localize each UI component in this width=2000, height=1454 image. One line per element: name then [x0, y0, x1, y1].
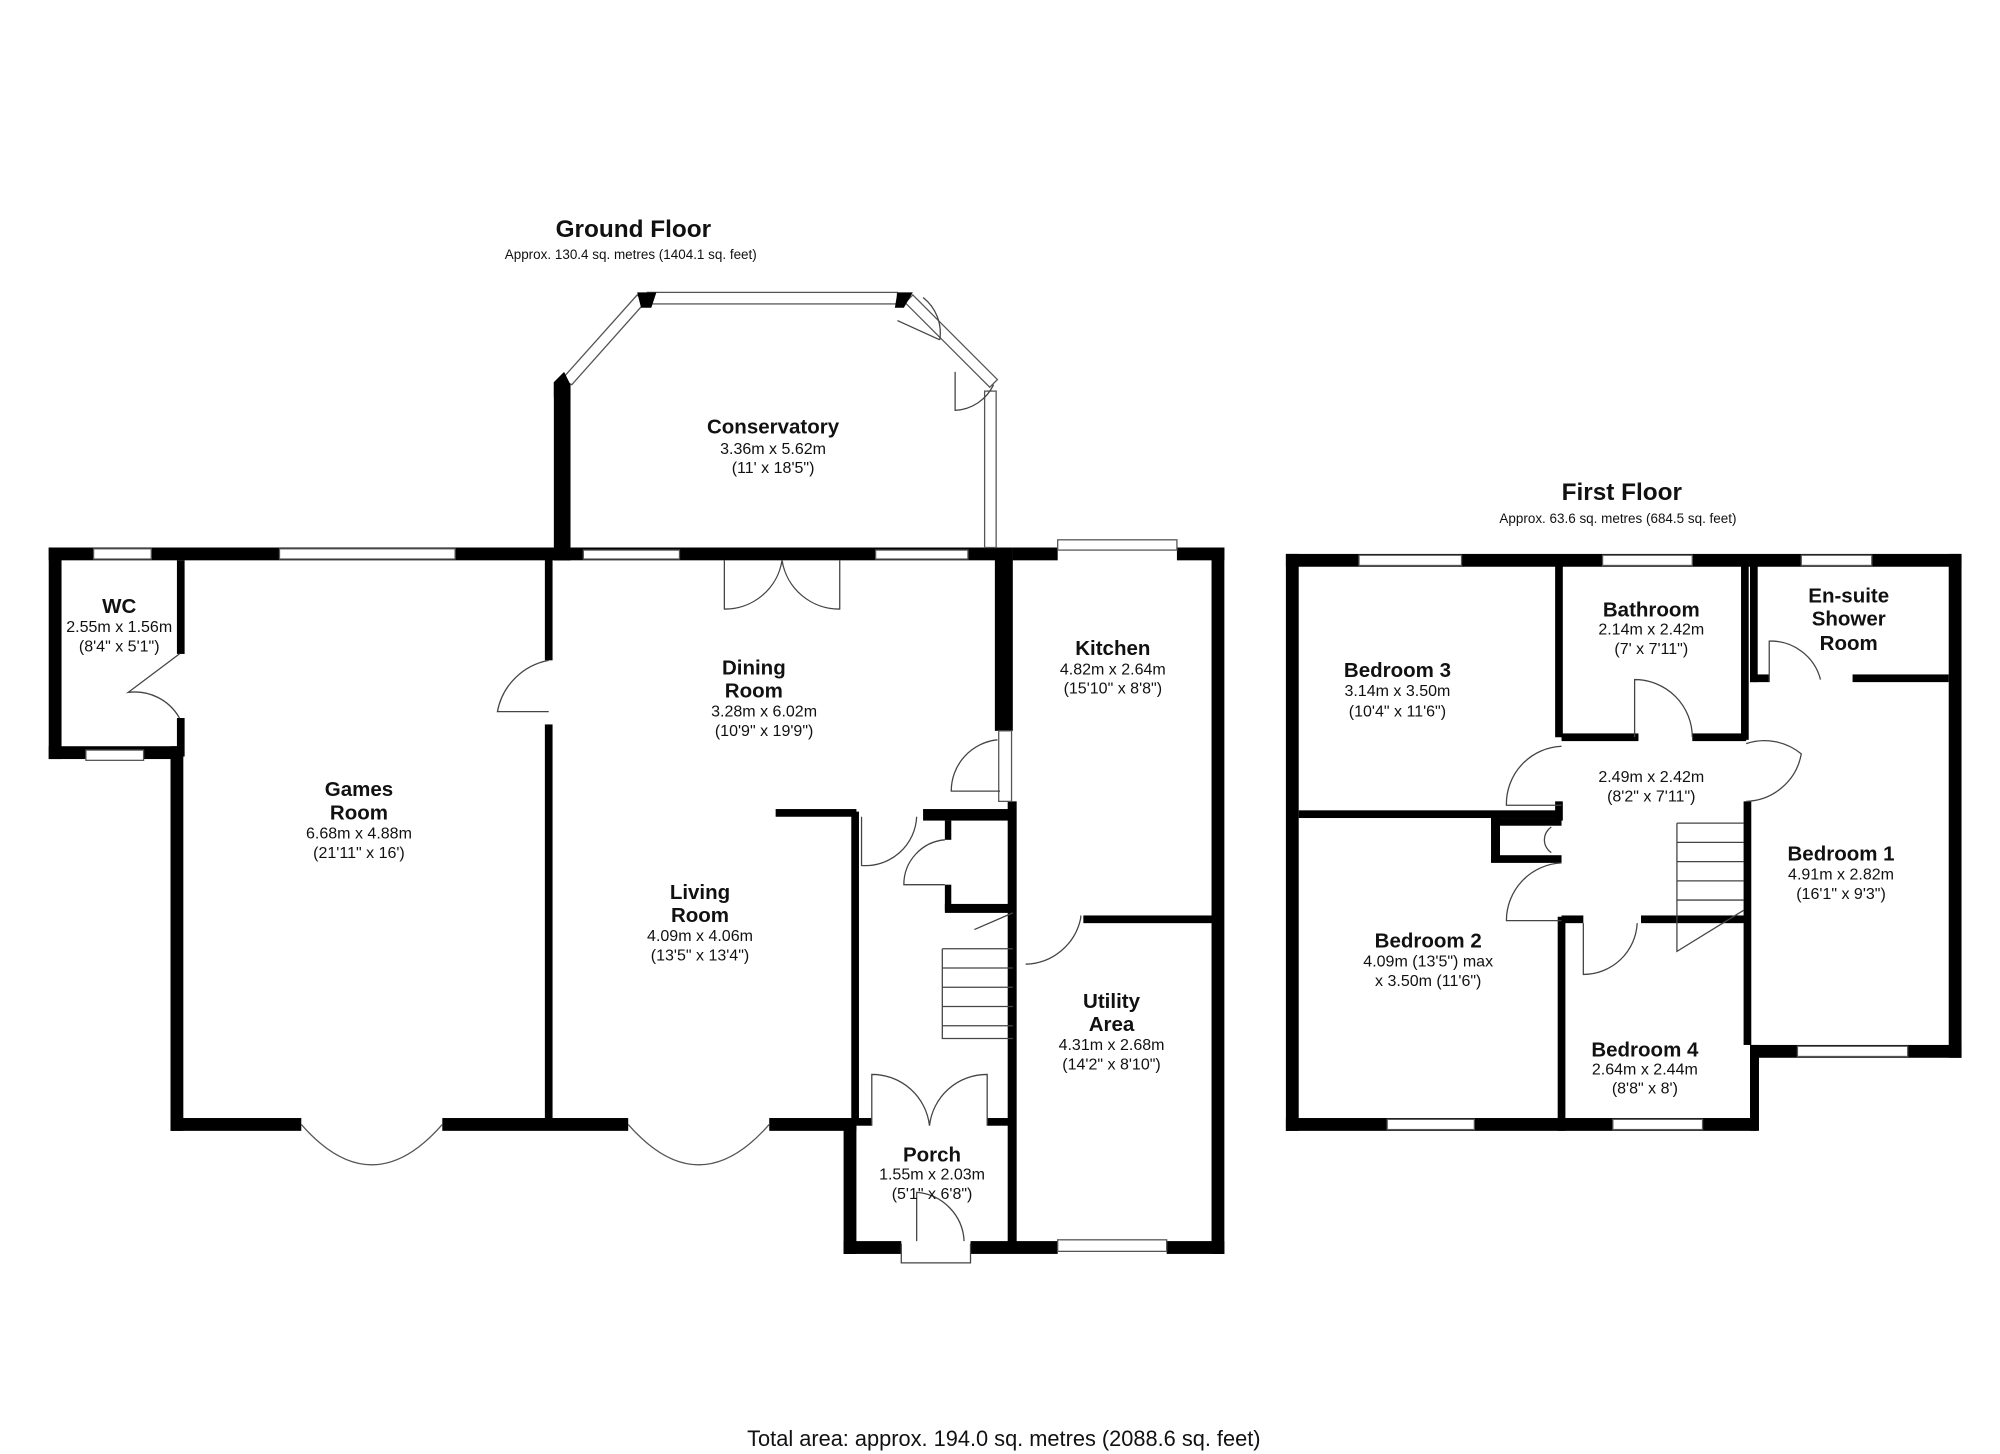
room-imperial: (11' x 18'5"): [732, 459, 815, 477]
room-bedroom-4: Bedroom 4 2.64m x 2.44m (8'8" x 8'): [1591, 1038, 1699, 1097]
room-metric: 2.14m x 2.42m: [1598, 621, 1704, 639]
room-imperial: (13'5" x 13'4"): [651, 946, 750, 964]
room-metric: 2.55m x 1.56m: [66, 618, 172, 636]
room-kitchen: Kitchen 4.82m x 2.64m (15'10" x 8'8"): [1060, 637, 1166, 697]
room-utility: Utility Area 4.31m x 2.68m (14'2" x 8'10…: [1059, 990, 1165, 1074]
total-area: Total area: approx. 194.0 sq. metres (20…: [747, 1426, 1260, 1451]
room-living: Living Room 4.09m x 4.06m (13'5" x 13'4"…: [647, 881, 753, 965]
room-name-2: Room: [330, 801, 388, 824]
room-games: Games Room 6.68m x 4.88m (21'11" x 16'): [306, 778, 412, 862]
room-imperial: (21'11" x 16'): [313, 844, 405, 862]
room-name: Bedroom 4: [1591, 1038, 1699, 1061]
room-bathroom: Bathroom 2.14m x 2.42m (7' x 7'11"): [1598, 599, 1704, 658]
room-name-2: Shower: [1812, 608, 1886, 631]
room-imperial: (8'8" x 8'): [1612, 1080, 1678, 1098]
room-name: Utility: [1083, 990, 1141, 1013]
room-wc: WC 2.55m x 1.56m (8'4" x 5'1"): [66, 595, 172, 655]
room-bedroom-1: Bedroom 1 4.91m x 2.82m (16'1" x 9'3"): [1787, 842, 1894, 902]
ground-floor-header: Ground Floor Approx. 130.4 sq. metres (1…: [505, 216, 757, 262]
room-metric: 3.14m x 3.50m: [1344, 682, 1450, 700]
room-metric: 2.64m x 2.44m: [1592, 1060, 1698, 1078]
room-metric: 3.36m x 5.62m: [720, 440, 826, 458]
first-floor-area: Approx. 63.6 sq. metres (684.5 sq. feet): [1499, 511, 1736, 526]
room-name: Conservatory: [707, 415, 840, 438]
room-metric: 1.55m x 2.03m: [879, 1166, 985, 1184]
ground-floor-doors: [125, 297, 1082, 1264]
room-metric: 3.28m x 6.02m: [711, 703, 817, 721]
room-metric: 4.91m x 2.82m: [1788, 866, 1894, 884]
room-name: En-suite: [1808, 585, 1889, 608]
room-name: WC: [102, 595, 136, 618]
room-imperial: (14'2" x 8'10"): [1062, 1055, 1161, 1073]
room-imperial: (8'4" x 5'1"): [79, 637, 160, 655]
room-imperial: (15'10" x 8'8"): [1064, 680, 1163, 698]
room-name: Bathroom: [1603, 599, 1700, 622]
first-floor-header: First Floor Approx. 63.6 sq. metres (684…: [1499, 479, 1736, 526]
room-name: Porch: [903, 1144, 961, 1167]
room-imperial: (10'4" x 11'6"): [1349, 703, 1446, 721]
room-landing: 2.49m x 2.42m (8'2" x 7'11"): [1598, 768, 1704, 805]
room-metric: 4.09m (13'5") max: [1363, 953, 1493, 971]
room-name: Bedroom 2: [1375, 930, 1482, 953]
room-metric: 2.49m x 2.42m: [1598, 768, 1704, 786]
room-name-2: Area: [1089, 1013, 1135, 1036]
ground-floor-walls: [48, 382, 1225, 1254]
room-porch: Porch 1.55m x 2.03m (5'1" x 6'8"): [879, 1144, 985, 1203]
room-imperial: (10'9" x 19'9"): [715, 722, 814, 740]
room-imperial: (8'2" x 7'11"): [1607, 787, 1695, 805]
room-imperial: (7' x 7'11"): [1614, 640, 1688, 658]
ground-floor-title: Ground Floor: [556, 216, 712, 243]
room-metric: 6.68m x 4.88m: [306, 825, 412, 843]
room-name: Dining: [722, 656, 786, 679]
room-name: Bedroom 1: [1787, 842, 1894, 865]
room-conservatory: Conservatory 3.36m x 5.62m (11' x 18'5"): [707, 415, 840, 477]
room-name: Games: [325, 778, 393, 801]
room-metric: 4.82m x 2.64m: [1060, 660, 1166, 678]
room-name: Living: [670, 881, 730, 904]
room-name: Bedroom 3: [1344, 659, 1451, 682]
room-imperial: (16'1" x 9'3"): [1796, 885, 1886, 903]
room-metric: 4.09m x 4.06m: [647, 927, 753, 945]
room-imperial: (5'1" x 6'8"): [892, 1185, 973, 1203]
room-name-3: Room: [1820, 632, 1878, 655]
ground-floor-windows: [85, 291, 1178, 1252]
ground-floor-area: Approx. 130.4 sq. metres (1404.1 sq. fee…: [505, 247, 757, 262]
room-metric: 4.31m x 2.68m: [1059, 1036, 1165, 1054]
first-floor-doors: [1505, 640, 1822, 976]
room-bedroom-2: Bedroom 2 4.09m (13'5") max x 3.50m (11'…: [1363, 930, 1493, 990]
room-name-2: Room: [671, 904, 729, 927]
room-name: Kitchen: [1075, 637, 1150, 660]
room-ensuite: En-suite Shower Room: [1808, 585, 1889, 655]
room-imperial: x 3.50m (11'6"): [1375, 972, 1481, 990]
room-name-2: Room: [725, 680, 783, 703]
room-bedroom-3: Bedroom 3 3.14m x 3.50m (10'4" x 11'6"): [1344, 659, 1451, 721]
first-floor-title: First Floor: [1562, 479, 1683, 506]
first-floor-windows: [1358, 554, 1909, 1131]
room-dining: Dining Room 3.28m x 6.02m (10'9" x 19'9"…: [711, 656, 817, 740]
